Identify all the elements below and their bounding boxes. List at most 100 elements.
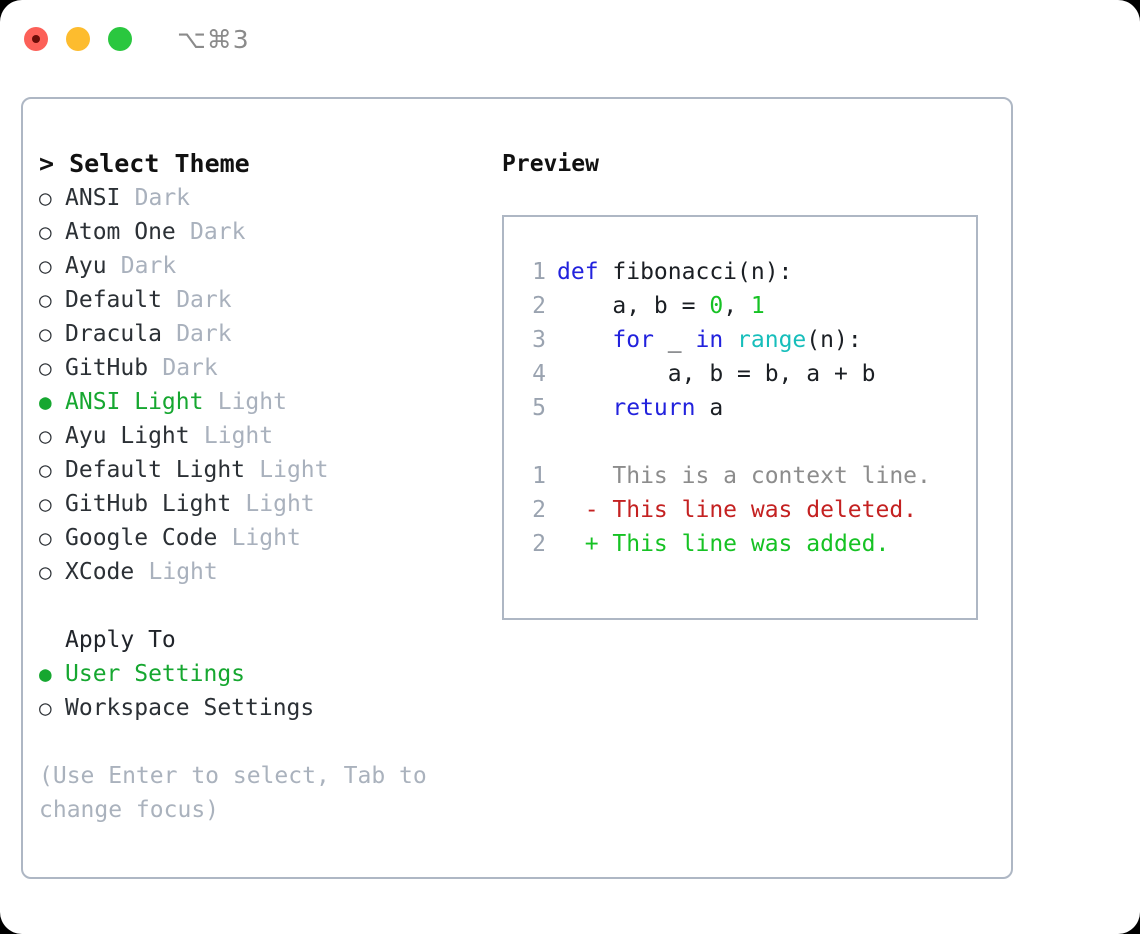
section-spacer — [39, 589, 479, 623]
apply-to-option-label: Workspace Settings — [65, 695, 315, 721]
theme-option-item-7[interactable]: ○ Ayu Light Light — [39, 419, 479, 453]
code-token-num: 0 — [709, 293, 724, 319]
maximize-button[interactable] — [108, 27, 132, 51]
line-number: 1 — [532, 463, 546, 489]
theme-option-label: GitHub Light — [65, 491, 232, 517]
code-token-kw: def — [557, 259, 599, 285]
theme-option-label: Atom One — [65, 219, 176, 245]
code-line: 4 a, b = b, a + b — [516, 357, 976, 391]
radio-unselected-icon: ○ — [39, 526, 52, 550]
code-token-plain: a — [695, 395, 724, 421]
radio-unselected-icon: ○ — [39, 186, 52, 210]
theme-option-item-9[interactable]: ○ GitHub Light Light — [39, 487, 479, 521]
theme-option-variant-label: Light — [259, 457, 329, 483]
line-number: 4 — [532, 361, 546, 387]
theme-option-variant-label: Dark — [120, 253, 177, 279]
code-token-kw: return — [612, 395, 696, 421]
close-button[interactable] — [24, 27, 48, 51]
code-token-plain: a, b = b, a + b — [557, 361, 876, 387]
code-token-plain: , — [723, 293, 751, 319]
code-token-plain — [557, 395, 612, 421]
code-token-plain — [557, 327, 612, 353]
radio-unselected-icon: ○ — [39, 288, 52, 312]
code-line-content: return a — [557, 391, 723, 425]
diff-line: 2 + This line was added. — [516, 527, 976, 561]
theme-option-variant-label: Dark — [176, 287, 232, 313]
code-token-plain: _ — [653, 327, 696, 353]
titlebar: ⌥⌘3 — [0, 0, 1140, 78]
diff-line-text: This line was added. — [612, 531, 890, 557]
code-line-content: a, b = 0, 1 — [557, 289, 765, 323]
theme-option-item-1[interactable]: ○ Atom One Dark — [39, 215, 479, 249]
theme-option-variant-label: Light — [245, 491, 315, 517]
theme-option-item-6[interactable]: ● ANSI Light Light — [39, 385, 479, 419]
theme-option-variant-label: Light — [203, 423, 274, 449]
theme-option-variant-label: Light — [231, 525, 301, 551]
apply-to-option-item-1[interactable]: ○Workspace Settings — [39, 691, 479, 725]
diff-marker — [557, 459, 612, 493]
line-number: 2 — [532, 497, 546, 523]
diff-line-text: This line was deleted. — [612, 497, 918, 523]
diff-sample: 1 This is a context line. 2 - This line w… — [516, 459, 976, 561]
radio-selected-icon: ● — [39, 390, 52, 414]
apply-to-heading: Apply To — [65, 627, 176, 653]
code-token-plain: (n): — [806, 327, 862, 353]
radio-unselected-icon: ○ — [39, 492, 52, 516]
line-number: 5 — [532, 395, 546, 421]
theme-option-label: XCode — [65, 559, 135, 585]
theme-option-variant-label: Dark — [190, 219, 246, 245]
code-line-content: for _ in range(n): — [557, 323, 862, 357]
theme-option-label: ANSI Light — [65, 389, 204, 415]
radio-unselected-icon: ○ — [39, 254, 52, 278]
window-controls — [24, 27, 132, 51]
code-line: 1 def fibonacci(n): — [516, 255, 976, 289]
apply-to-option-label: User Settings — [65, 661, 246, 687]
theme-option-item-3[interactable]: ○ Default Dark — [39, 283, 479, 317]
code-line: 5 return a — [516, 391, 976, 425]
minimize-button[interactable] — [66, 27, 90, 51]
code-token-plain — [723, 327, 737, 353]
theme-option-label: GitHub — [65, 355, 149, 381]
code-line: 2 a, b = 0, 1 — [516, 289, 976, 323]
theme-option-variant-label: Light — [148, 559, 218, 585]
theme-option-variant-label: Dark — [134, 185, 191, 211]
theme-option-label: ANSI — [65, 185, 121, 211]
theme-option-label: Ayu Light — [65, 423, 190, 449]
hint-text: (Use Enter to select, Tab to change focu… — [39, 763, 441, 823]
radio-unselected-icon: ○ — [39, 220, 52, 244]
line-number: 1 — [532, 259, 546, 285]
radio-unselected-icon: ○ — [39, 458, 52, 482]
radio-unselected-icon: ○ — [39, 322, 52, 346]
theme-option-item-2[interactable]: ○ Ayu Dark — [39, 249, 479, 283]
diff-marker: + — [557, 531, 613, 557]
line-number: 2 — [532, 293, 546, 319]
select-theme-heading: > Select Theme — [39, 149, 250, 178]
radio-unselected-icon: ○ — [39, 424, 52, 448]
apply-to-option-item-0[interactable]: ● User Settings — [39, 657, 479, 691]
diff-marker: - — [557, 497, 613, 523]
theme-option-label: Default — [65, 287, 162, 313]
line-number: 2 — [532, 531, 546, 557]
diff-line: 1 This is a context line. — [516, 459, 976, 493]
keyboard-shortcut-label: ⌥⌘3 — [177, 24, 250, 54]
radio-unselected-icon: ○ — [39, 356, 52, 380]
code-token-plain: fibonacci(n): — [598, 259, 793, 285]
code-line-content: a, b = b, a + b — [557, 357, 876, 391]
code-token-num: 1 — [750, 293, 765, 319]
code-line-content: def fibonacci(n): — [557, 255, 792, 289]
theme-option-label: Ayu — [65, 253, 107, 279]
theme-option-item-0[interactable]: ○ ANSI Dark — [39, 181, 479, 215]
radio-selected-icon: ● — [39, 662, 52, 686]
theme-option-variant-label: Light — [217, 389, 287, 415]
